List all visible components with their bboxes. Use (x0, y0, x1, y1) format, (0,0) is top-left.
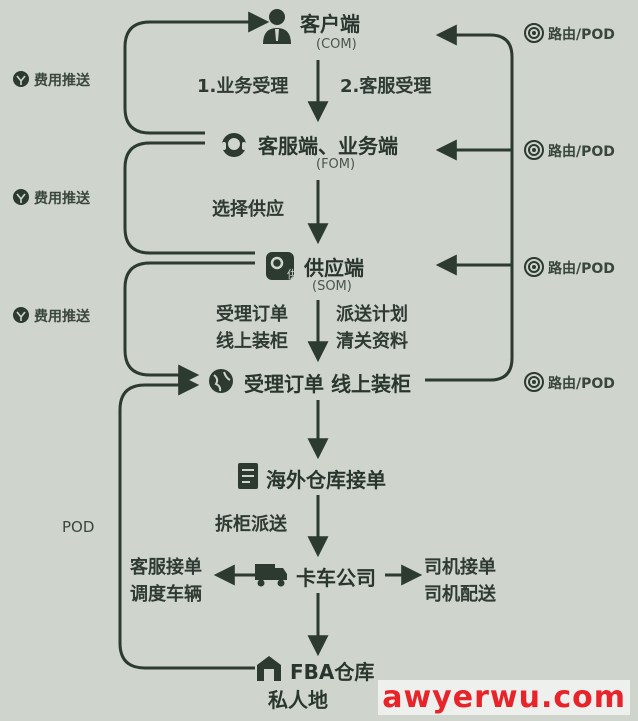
node-truck-label: 卡车公司 (296, 566, 376, 590)
pod-loop (118, 374, 255, 670)
signal-icon (524, 372, 544, 392)
node-service-code: (FOM) (316, 157, 356, 172)
node-service-label: 客服端、业务端 (258, 134, 398, 158)
step-choose: 选择供应 (212, 199, 284, 220)
step-order-line1: 受理订单 (216, 304, 288, 325)
warehouse-icon (257, 656, 281, 681)
fee-loop-2 (123, 141, 255, 255)
truck-icon (255, 564, 287, 587)
headset-icon (222, 133, 246, 157)
coin-icon (13, 71, 29, 87)
node-fba-sub: 私人地 (268, 688, 328, 712)
node-overseas-label: 海外仓库接单 (266, 468, 386, 492)
fee-loop-1 (123, 11, 270, 135)
node-supplier-label: 供应端 (304, 256, 364, 280)
svg-text:供: 供 (287, 267, 298, 281)
signal-icon (524, 140, 544, 160)
coin-icon (13, 189, 29, 205)
fee-push-label-1: 费用推送 (34, 73, 90, 89)
step-plan-line1: 派送计划 (336, 304, 408, 325)
node-customer-label: 客户端 (300, 12, 360, 36)
step-split: 拆柜派送 (215, 514, 287, 535)
person-icon (263, 9, 291, 44)
node-supplier-code: (SOM) (312, 279, 352, 294)
document-icon (238, 463, 258, 489)
step-plan-line2: 清关资料 (336, 331, 408, 352)
pod-label: POD (62, 518, 95, 536)
fee-loop-3 (123, 261, 255, 386)
fee-push-label-3: 费用推送 (34, 309, 90, 325)
step-right-line1: 司机接单 (424, 557, 496, 578)
step-right-line2: 司机配送 (424, 584, 496, 605)
step-order-line2: 线上装柜 (216, 331, 288, 352)
gear-box-icon: 供 (266, 252, 298, 281)
route-pod-label-4: 路由/POD (548, 376, 615, 392)
step-service: 2.客服受理 (340, 76, 432, 97)
signal-icon (524, 257, 544, 277)
fee-push-label-2: 费用推送 (34, 191, 90, 207)
route-pod-label-2: 路由/POD (548, 144, 615, 160)
globe-icon (209, 369, 233, 393)
node-customer-code: (COM) (316, 37, 357, 52)
step-left-line2: 调度车辆 (130, 584, 202, 605)
route-pod-label-3: 路由/POD (548, 261, 615, 277)
signal-icon (524, 23, 544, 43)
step-business: 1.业务受理 (197, 76, 289, 97)
route-pod-label-1: 路由/POD (548, 27, 615, 43)
node-fba-label: FBA仓库 (290, 660, 375, 684)
route-trunk (425, 24, 514, 382)
coin-icon (13, 307, 29, 323)
node-accept-label: 受理订单 线上装柜 (244, 372, 411, 396)
watermark: awyerwu.com (378, 680, 630, 715)
step-left-line1: 客服接单 (130, 557, 202, 578)
